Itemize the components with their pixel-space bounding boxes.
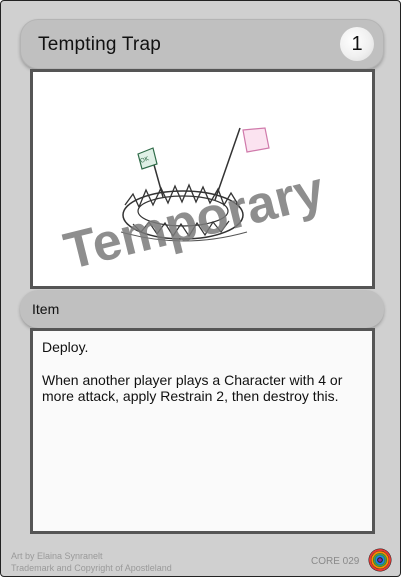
trademark-text: Trademark and Copyright of Apostleland [11, 563, 172, 573]
cost-circle-icon: 1 [340, 27, 374, 61]
set-code: CORE 029 [311, 556, 360, 567]
artist-credit: Art by Elaina Synranelt [11, 551, 103, 561]
type-bar: Item [20, 290, 384, 328]
rules-line: When another player plays a Character wi… [42, 371, 343, 405]
title-bar: Tempting Trap 1 [20, 19, 384, 69]
card-title: Tempting Trap [38, 34, 161, 55]
rainbow-swirl-icon [368, 548, 392, 572]
rules-line: Deploy. [42, 339, 89, 355]
cost-value: 1 [351, 32, 363, 55]
card-art: OK Temporary [30, 69, 375, 289]
card-type: Item [32, 301, 60, 317]
watermark-text: Temporary [59, 161, 330, 281]
rules-text-box: Deploy. When another player plays a Char… [30, 328, 375, 534]
trap-sketch-illustration: OK Temporary [59, 127, 330, 281]
svg-text:OK: OK [139, 155, 151, 165]
footer-credits: Art by Elaina Synranelt Trademark and Co… [11, 550, 172, 574]
